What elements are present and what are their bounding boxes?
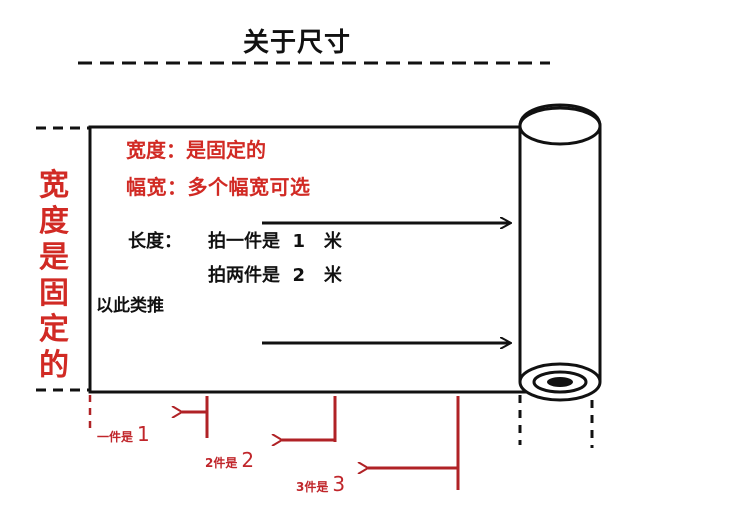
length-one-text: 拍一件是 1 米 <box>208 231 342 252</box>
length-two-text: 拍两件是 2 米 <box>208 265 342 286</box>
count-text: 2件是 <box>205 456 238 470</box>
width-fixed-text: 宽度：是固定的 <box>126 138 266 162</box>
count-text: 3件是 <box>296 480 329 494</box>
fabric-roll <box>518 103 602 402</box>
count-marker-2 <box>282 396 337 442</box>
length-label: 长度： <box>128 231 182 252</box>
fabric-sheet <box>88 125 532 394</box>
page-title: 关于尺寸 <box>243 28 352 58</box>
count-number: 1 <box>137 422 150 446</box>
vertical-width-label: 宽度是固定的 <box>39 168 69 383</box>
count-marker-1 <box>182 396 209 438</box>
count-number: 3 <box>332 472 346 496</box>
count-text: 一件是 <box>97 430 134 444</box>
and-so-on-text: 以此类推 <box>96 296 164 316</box>
count-marker-3 <box>368 396 460 490</box>
width-options-text: 幅宽：多个幅宽可选 <box>126 175 311 199</box>
count-number: 2 <box>241 448 255 472</box>
